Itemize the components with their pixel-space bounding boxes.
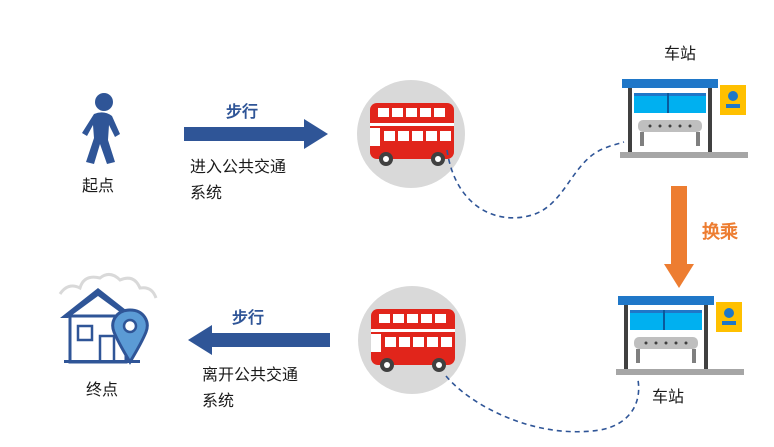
arrow-down-icon bbox=[664, 186, 694, 288]
station-bottom-label: 车站 bbox=[652, 387, 685, 406]
walk-in-desc-line2: 系统 bbox=[190, 183, 223, 202]
arrow-left-icon bbox=[188, 325, 330, 355]
bus-station-icon bbox=[620, 77, 750, 167]
walking-person-icon bbox=[82, 92, 132, 166]
end-label: 终点 bbox=[86, 380, 119, 399]
walk-in-label: 步行 bbox=[226, 102, 259, 121]
bus-icon bbox=[356, 79, 466, 189]
walk-out-desc-line1: 离开公共交通 bbox=[202, 365, 299, 384]
walk-in-desc-line1: 进入公共交通 bbox=[190, 157, 287, 176]
bus-station-icon bbox=[616, 294, 746, 384]
walk-out-label: 步行 bbox=[232, 308, 265, 327]
start-label: 起点 bbox=[82, 176, 115, 195]
walk-out-desc-line2: 系统 bbox=[202, 391, 235, 410]
bus-icon bbox=[357, 285, 467, 395]
arrow-right-icon bbox=[184, 119, 328, 149]
home-location-icon bbox=[54, 266, 164, 370]
station-top-label: 车站 bbox=[664, 44, 697, 63]
transfer-label: 换乘 bbox=[702, 222, 738, 243]
